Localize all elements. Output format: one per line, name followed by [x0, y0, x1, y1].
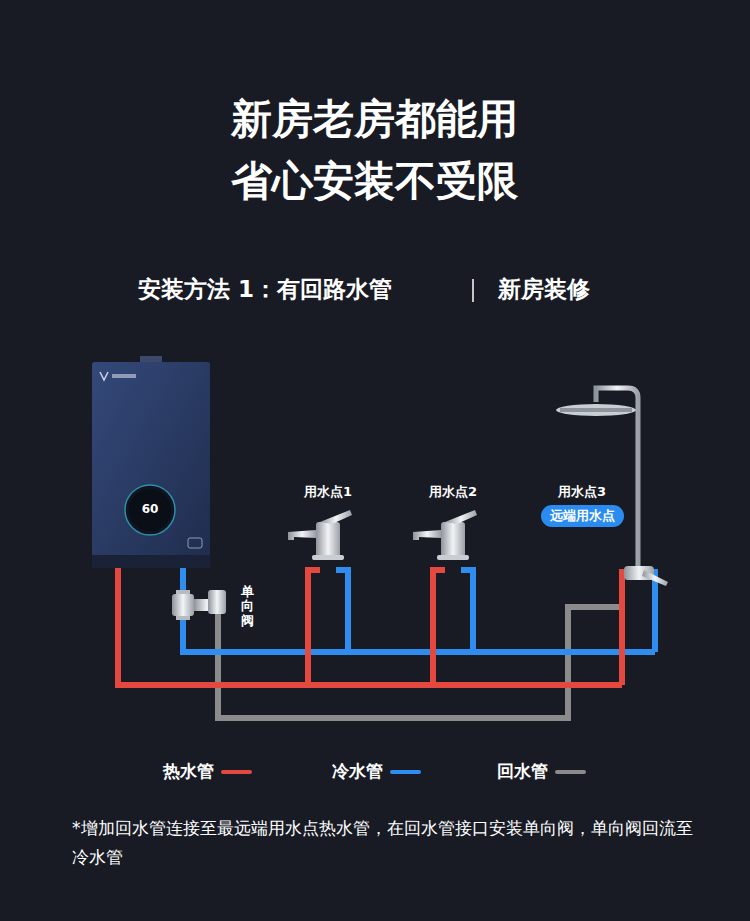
legend-swatch [221, 770, 252, 774]
scenario-heading: 新房装修 [498, 274, 590, 305]
outlet-label: 用水点1 [304, 483, 352, 501]
outlet-label: 用水点3 [558, 483, 606, 501]
separator [472, 279, 474, 302]
outlet-label: 用水点2 [429, 483, 477, 501]
water-heater [92, 356, 210, 568]
display-temperature: 60 [142, 502, 159, 516]
footnote: *增加回水管连接至最远端用水点热水管，在回水管接口安装单向阀，单向阀回流至冷水管 [72, 814, 694, 872]
legend-item: 冷水管 [332, 760, 421, 783]
legend-item: 回水管 [497, 760, 586, 783]
basin-faucet [288, 510, 352, 560]
main-title: 新房老房都能用 省心安装不受限 [225, 88, 524, 212]
legend-text: 回水管 [497, 760, 548, 783]
hot-pipe [118, 568, 628, 685]
valve-label: 单向阀 [241, 585, 254, 628]
legend-item: 热水管 [163, 760, 252, 783]
legend-text: 冷水管 [332, 760, 383, 783]
check-valve [172, 590, 226, 620]
legend-swatch [555, 770, 586, 774]
basin-faucet [413, 510, 477, 560]
legend-text: 热水管 [163, 760, 214, 783]
shower-set [556, 388, 668, 586]
method-heading: 安装方法 1：有回路水管 [138, 274, 392, 305]
cold-pipe [183, 568, 655, 652]
return-pipe [218, 607, 622, 718]
remote-outlet-tag: 远端用水点 [541, 505, 624, 527]
tag-text: 远端用水点 [550, 507, 615, 525]
legend-swatch [390, 770, 421, 774]
